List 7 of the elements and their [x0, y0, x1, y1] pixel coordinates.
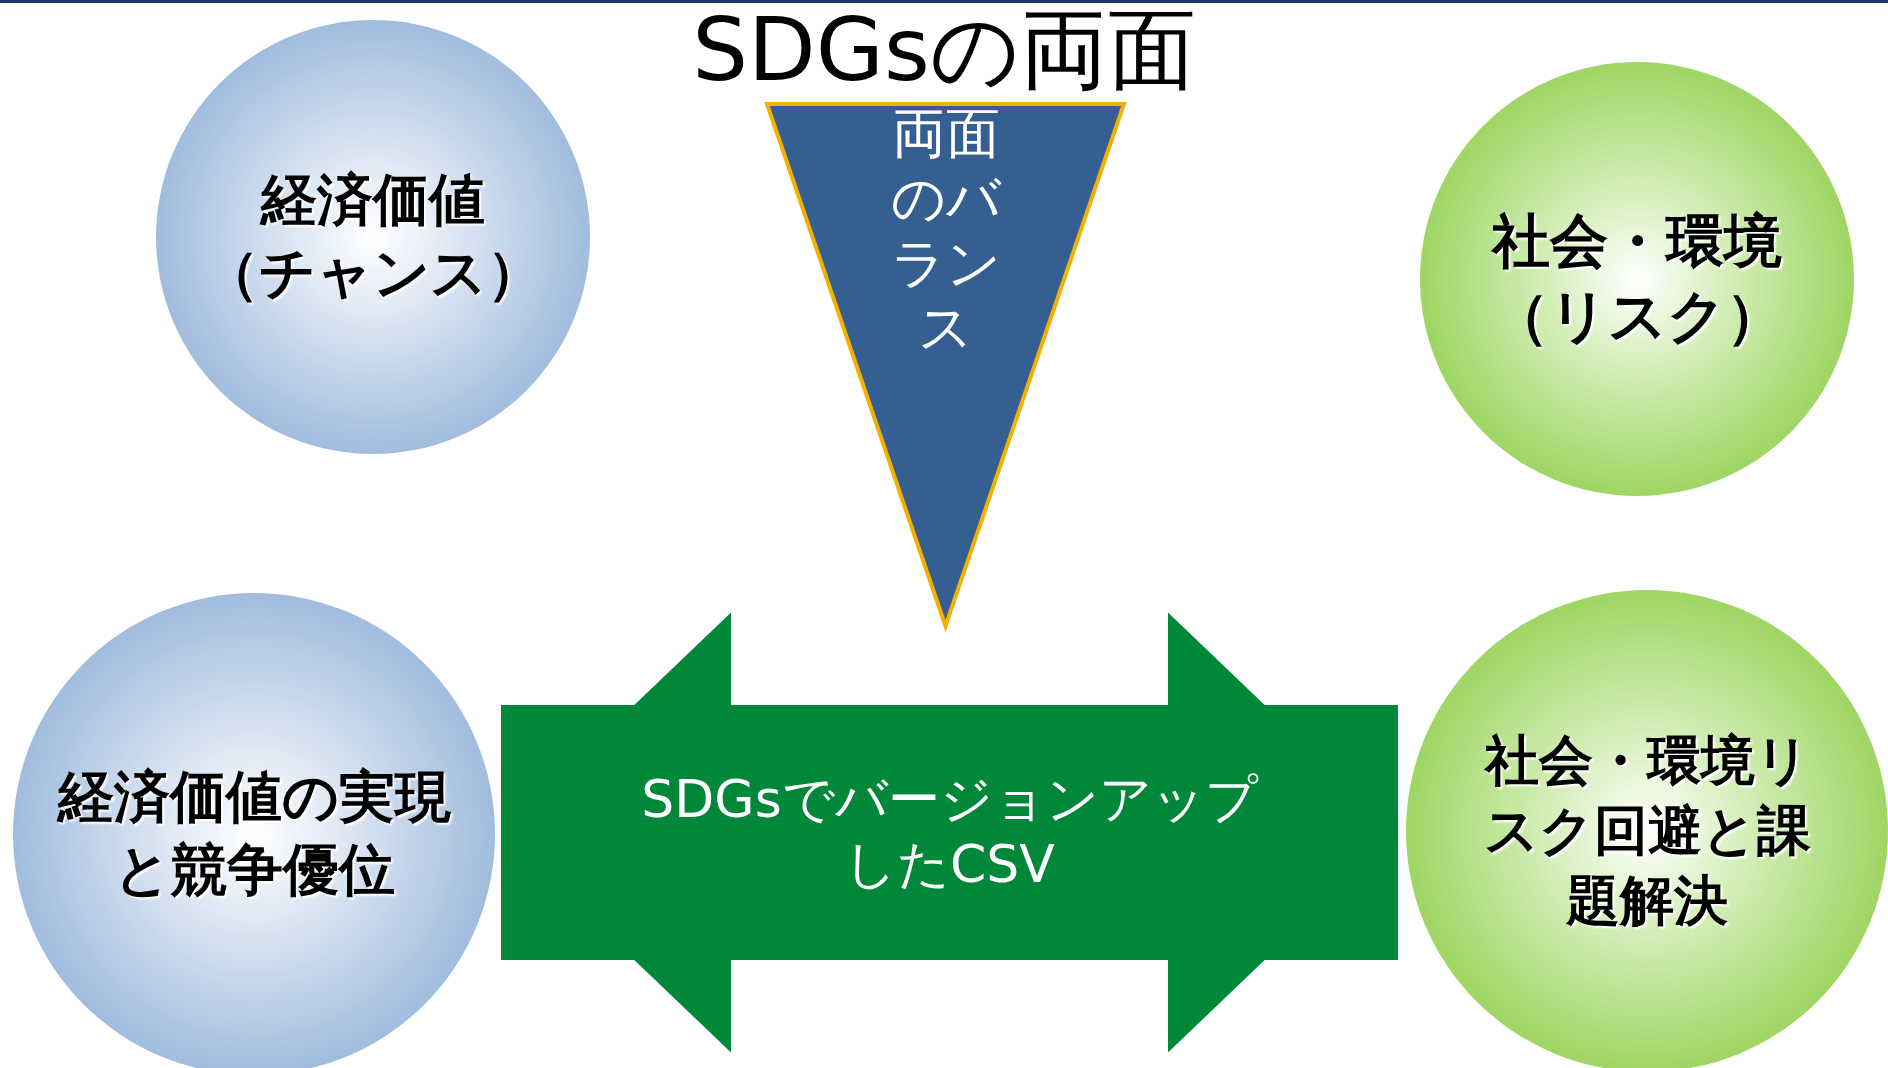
circle-label: 経済価値（チャンス） [202, 166, 544, 307]
circle-label: 社会・環境リスク回避と課題解決 [1482, 727, 1812, 935]
double-arrow [501, 612, 1398, 1053]
arrow-label: SDGsでバージョンアップしたCSV [640, 767, 1260, 896]
title: SDGsの両面 [691, 0, 1197, 100]
circle-label: 経済価値の実現と競争優位 [56, 763, 452, 904]
circle-label: 社会・環境（リスク） [1489, 205, 1785, 352]
